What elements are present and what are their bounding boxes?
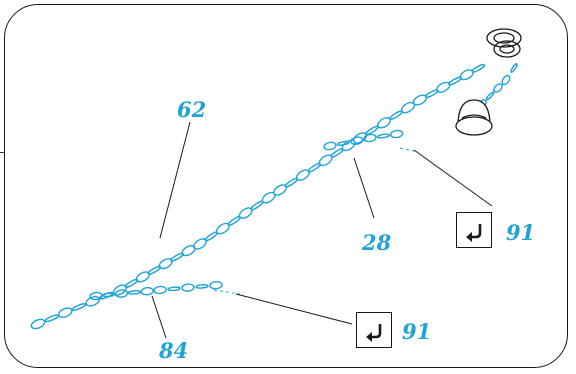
chain-link	[459, 69, 474, 81]
callout-28: 28	[362, 230, 392, 255]
callout-91-upper: 91	[506, 220, 536, 245]
chain-link	[363, 133, 377, 143]
leader-line-91-lower	[235, 293, 353, 325]
chain-link	[140, 286, 154, 296]
leader-line-84	[151, 295, 167, 339]
buoy	[455, 99, 493, 136]
chain-link	[153, 285, 167, 295]
rounded-frame	[4, 4, 568, 368]
return-arrow-box-lower	[356, 312, 392, 348]
chain-link	[167, 286, 181, 292]
return-arrow-icon	[366, 324, 382, 342]
chain-link	[376, 133, 390, 139]
chain-link	[250, 200, 264, 211]
chain-link	[510, 63, 518, 73]
chain-link	[158, 258, 173, 270]
chain-link	[501, 74, 511, 86]
leader-line-91-upper	[413, 149, 493, 207]
callout-91-lower: 91	[402, 319, 432, 344]
chain-link	[227, 216, 241, 226]
chain-link	[284, 177, 299, 188]
leader-line-28	[353, 157, 375, 219]
chain-link	[44, 314, 59, 323]
return-arrow-box-upper	[456, 212, 492, 248]
return-arrow-icon	[466, 224, 482, 242]
chain-link	[89, 291, 103, 301]
chain-link	[204, 231, 218, 242]
chain-link	[390, 129, 404, 139]
chain-link	[127, 290, 142, 295]
chain-link	[195, 284, 209, 289]
chain-link	[350, 136, 364, 146]
chain-link	[102, 292, 116, 298]
shackle-ring	[486, 28, 522, 58]
chain-link	[135, 271, 150, 283]
chain-link	[57, 307, 73, 318]
chain-link	[336, 140, 350, 146]
chain-links	[30, 63, 518, 330]
chain-link	[181, 283, 195, 292]
chain-link	[485, 91, 495, 101]
chain-link	[147, 265, 162, 275]
chain-link	[436, 81, 451, 93]
chain-end-dash-lower	[213, 289, 241, 295]
callout-62: 62	[177, 97, 207, 122]
chain-link	[124, 278, 139, 288]
chain-link	[323, 141, 337, 151]
edge-tick	[0, 152, 4, 153]
chain-link	[209, 280, 223, 290]
chain-link	[85, 296, 101, 307]
chain-link	[71, 303, 87, 311]
chain-link	[412, 94, 428, 106]
chain-link	[114, 289, 129, 298]
leader-line-62	[159, 121, 191, 239]
chain-link	[181, 244, 196, 257]
chain-link	[30, 318, 46, 330]
chain-link	[448, 76, 462, 86]
chain-link	[471, 63, 486, 73]
chain-link	[170, 252, 184, 262]
chain-link	[389, 110, 403, 120]
chain-link	[493, 83, 503, 93]
chain-link	[424, 89, 439, 99]
callout-84: 84	[159, 338, 189, 363]
